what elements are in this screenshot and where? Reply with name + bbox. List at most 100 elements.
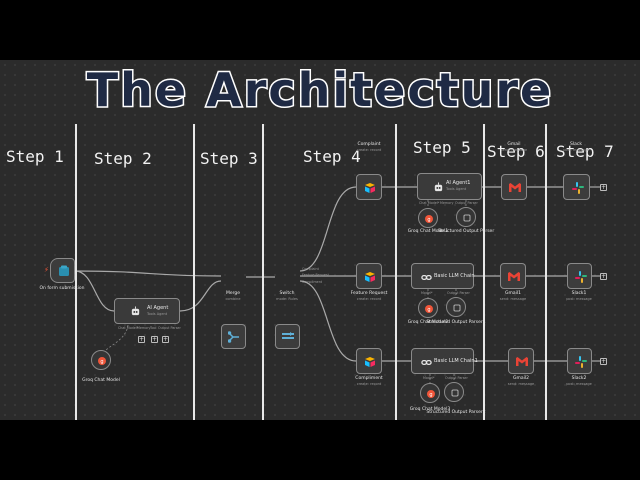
gmail1-node[interactable]	[500, 263, 526, 289]
svg-text:g: g	[427, 217, 430, 223]
step-label-6: Step 6	[487, 142, 545, 161]
chain1-port-model: Model*	[423, 376, 435, 380]
switch-label: Switch	[279, 291, 295, 296]
switch-sub: mode: Rules	[276, 297, 298, 301]
switch-node[interactable]	[275, 324, 300, 349]
gmail-node[interactable]	[501, 174, 527, 200]
groq-chat-model2-node[interactable]: g	[418, 298, 438, 318]
add-after-slack1-plus-icon[interactable]: +	[600, 273, 607, 280]
step-divider-3	[262, 124, 264, 420]
ai-agent1-port-memory: Memory	[440, 201, 454, 205]
svg-text:g: g	[429, 392, 432, 398]
slack1-node[interactable]	[567, 263, 592, 289]
letterbox-bottom	[0, 420, 640, 480]
gmail-icon	[507, 271, 520, 282]
basic-llm-chain1-node[interactable]: Basic LLM Chain1	[411, 348, 478, 374]
robot-icon	[432, 181, 444, 193]
groq-icon: g	[426, 389, 435, 398]
ai-agent-port-tool: Tool	[150, 326, 157, 330]
workflow-canvas[interactable]: Step 1 Step 2 Step 3 Step 4 Step 5 Step …	[0, 60, 640, 420]
compliment-node[interactable]	[356, 348, 382, 374]
ai-agent1-port-parser: Output Parser	[455, 201, 478, 205]
feature-request-node[interactable]	[356, 263, 382, 289]
basic-llm-chain-node[interactable]: Basic LLM Chain	[411, 263, 475, 289]
switch-out-compliment: Compliment	[302, 280, 323, 284]
groq-chat-model3-label: Groq Chat Model3	[409, 407, 451, 412]
svg-text:g: g	[427, 307, 430, 313]
merge-label: Merge	[225, 291, 241, 296]
gmail2-label: Gmail2	[513, 376, 529, 381]
compliment-sub: create: record	[356, 382, 382, 386]
slack-label: Slack	[570, 142, 582, 147]
slack-icon	[574, 270, 587, 283]
add-after-slack-plus-icon[interactable]: +	[600, 184, 607, 191]
add-after-slack2-plus-icon[interactable]: +	[600, 358, 607, 365]
gmail-icon	[515, 356, 528, 367]
basic-llm-chain1-title: Basic LLM Chain1	[434, 358, 478, 364]
slack-icon	[571, 181, 584, 194]
step-divider-2	[193, 124, 195, 420]
step-divider-5	[483, 124, 485, 420]
ai-agent1-node[interactable]: AI Agent1 Tools Agent	[417, 173, 482, 200]
groq-chat-model3-node[interactable]: g	[420, 383, 440, 403]
gmail-label: Gmail	[507, 142, 521, 147]
groq-icon: g	[97, 356, 106, 365]
basic-llm-chain-title: Basic LLM Chain	[434, 273, 475, 279]
structured-parser-label: Structured Output Parser	[437, 229, 495, 234]
slack-node[interactable]	[563, 174, 590, 200]
ai-agent1-sub: Tools Agent	[446, 187, 467, 191]
airtable-icon	[363, 270, 376, 283]
step-label-7: Step 7	[556, 142, 614, 161]
gmail2-node[interactable]	[508, 348, 534, 374]
gmail1-label: Gmail1	[505, 291, 521, 296]
add-memory-plus-icon[interactable]: +	[138, 336, 145, 343]
slack2-node[interactable]	[567, 348, 592, 374]
trigger-bolt-icon: ⚡	[44, 266, 49, 274]
slack1-sub: post: message	[566, 297, 592, 301]
ai-agent-port-model: Chat Model*	[118, 326, 139, 330]
ai-agent-title: AI Agent	[147, 305, 169, 311]
structured-parser2-node[interactable]	[444, 382, 464, 402]
gmail1-sub: send: message	[499, 297, 527, 301]
groq-chat-model-node[interactable]: g	[91, 350, 111, 370]
gmail2-sub: send: message	[507, 382, 535, 386]
airtable-icon	[363, 355, 376, 368]
step-label-3: Step 3	[200, 149, 258, 168]
groq-chat-model2-label: Groq Chat Model2	[407, 320, 449, 325]
connection-lines	[74, 186, 600, 385]
robot-icon	[129, 305, 141, 317]
switch-out-complaint: Complaint	[302, 267, 319, 271]
page-title: The Architecture	[85, 62, 554, 119]
slack2-sub: post: message	[566, 382, 592, 386]
parser-icon	[462, 213, 471, 222]
letterbox-top	[0, 0, 640, 60]
airtable-icon	[363, 181, 376, 194]
switch-out-feature: Feature Request	[302, 273, 329, 277]
ai-agent-port-parser: Output Parser	[158, 326, 181, 330]
merge-node[interactable]	[221, 324, 246, 349]
gmail-sub: send: message	[500, 148, 528, 152]
merge-sub: combine	[225, 297, 241, 301]
structured-parser-node[interactable]	[456, 207, 476, 227]
form-icon	[57, 264, 70, 277]
step-divider-6	[545, 124, 547, 420]
form-trigger-node[interactable]	[50, 258, 75, 283]
add-tool-plus-icon[interactable]: +	[151, 336, 158, 343]
feature-request-label: Feature Request	[350, 291, 388, 296]
ai-agent1-title: AI Agent1	[446, 180, 471, 186]
chain-port-parser: Output Parser	[447, 291, 470, 295]
ai-agent-node[interactable]: AI Agent Tools Agent	[114, 298, 180, 324]
step-label-1: Step 1	[6, 147, 64, 166]
step-label-4: Step 4	[303, 147, 361, 166]
ai-agent-sub: Tools Agent	[147, 312, 168, 316]
slack-icon	[574, 355, 587, 368]
parser-icon	[450, 388, 459, 397]
complaint-sub: create: record	[356, 148, 382, 152]
compliment-label: Compliment	[355, 376, 383, 381]
groq-chat-model1-node[interactable]: g	[418, 208, 438, 228]
feature-request-sub: create: record	[356, 297, 382, 301]
structured-parser1-node[interactable]	[446, 297, 466, 317]
complaint-node[interactable]	[356, 174, 382, 200]
slack2-label: Slack2	[571, 376, 587, 381]
add-parser-plus-icon[interactable]: +	[162, 336, 169, 343]
